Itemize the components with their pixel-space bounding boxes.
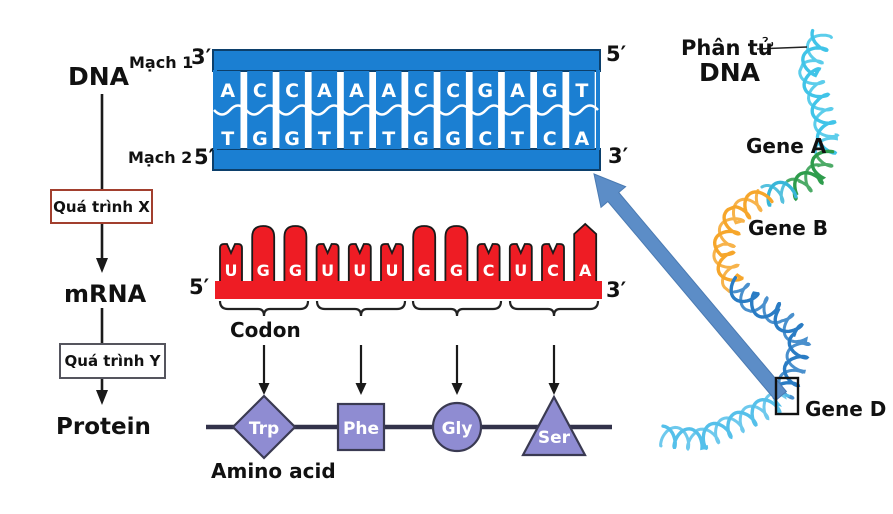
svg-text:G: G: [418, 261, 431, 280]
process-y-box: Quá trình Y: [59, 343, 166, 379]
gene-d-box: [774, 376, 800, 416]
amino-acid-label: Amino acid: [211, 459, 336, 483]
dna-backbone-top: [212, 49, 601, 72]
prime-3-right-bottom: 3′: [608, 144, 629, 168]
svg-text:G: G: [413, 128, 429, 150]
svg-text:C: C: [285, 80, 299, 102]
molecule-leader-line: [756, 46, 808, 50]
codon-arrows: [258, 345, 560, 395]
hydrogen-bond-wave: [213, 104, 599, 116]
svg-text:A: A: [381, 80, 396, 102]
svg-text:C: C: [547, 261, 559, 280]
dna-base-pair-cells: [215, 71, 595, 149]
process-x-label: Quá trình X: [53, 197, 150, 216]
mrna-backbone: [215, 281, 602, 299]
svg-text:C: C: [414, 80, 428, 102]
svg-text:G: G: [445, 128, 461, 150]
svg-text:C: C: [483, 261, 495, 280]
process-x-box: Quá trình X: [50, 189, 153, 224]
svg-text:A: A: [220, 80, 235, 102]
svg-text:A: A: [510, 80, 525, 102]
svg-text:C: C: [253, 80, 267, 102]
gene-to-dna-arrow: [593, 173, 788, 402]
gene-a-label: Gene A: [746, 134, 827, 158]
prime-5-right-top: 5′: [606, 42, 627, 66]
amino-acid-label-trp: Trp: [249, 419, 279, 439]
svg-text:C: C: [543, 128, 557, 150]
strand1-label: Mạch 1: [129, 53, 194, 72]
svg-text:T: T: [318, 128, 331, 150]
dna-backbone-bottom: [212, 148, 601, 171]
mrna-flow-label: mRNA: [64, 280, 147, 308]
svg-text:T: T: [350, 128, 363, 150]
svg-text:G: G: [450, 261, 463, 280]
amino-acid-phe-square: [336, 402, 386, 452]
svg-text:U: U: [386, 261, 399, 280]
mrna-bases: [219, 222, 598, 285]
svg-text:G: G: [289, 261, 302, 280]
svg-text:C: C: [478, 128, 492, 150]
dna-molecule-helix: [659, 28, 840, 452]
svg-text:C: C: [446, 80, 460, 102]
svg-text:G: G: [477, 80, 493, 102]
svg-text:T: T: [575, 80, 588, 102]
protein-flow-label: Protein: [56, 414, 151, 440]
codon-braces: [218, 300, 600, 317]
gene-b-label: Gene B: [748, 216, 828, 240]
svg-text:U: U: [321, 261, 334, 280]
svg-text:A: A: [317, 80, 332, 102]
svg-text:A: A: [575, 128, 590, 150]
molecule-title-line1: Phân tử: [681, 36, 773, 60]
svg-text:G: G: [257, 261, 270, 280]
dna-flow-label: DNA: [68, 62, 130, 91]
mrna-prime-3: 3′: [606, 278, 627, 302]
svg-text:A: A: [349, 80, 364, 102]
svg-text:T: T: [221, 128, 234, 150]
amino-acid-label-gly: Gly: [442, 419, 473, 439]
prime-3-left-top: 3′: [191, 45, 212, 69]
amino-acid-chain: Trp Phe Gly Ser: [206, 394, 612, 460]
svg-text:U: U: [353, 261, 366, 280]
strand2-label: Mạch 2: [128, 148, 193, 167]
svg-text:U: U: [514, 261, 527, 280]
amino-acid-label-ser: Ser: [538, 428, 571, 448]
gene-d-label: Gene D: [805, 397, 887, 421]
amino-acid-gly-circle: [431, 401, 483, 453]
svg-text:T: T: [511, 128, 524, 150]
prime-5-left-bottom: 5′: [194, 145, 215, 169]
svg-text:A: A: [579, 261, 592, 280]
svg-text:U: U: [225, 261, 238, 280]
amino-acid-label-phe: Phe: [343, 419, 379, 439]
svg-text:G: G: [252, 128, 268, 150]
svg-text:G: G: [542, 80, 558, 102]
amino-acid-trp-diamond: [231, 394, 297, 460]
amino-acid-ser-triangle: [521, 394, 587, 457]
svg-text:G: G: [284, 128, 300, 150]
codon-label: Codon: [230, 318, 301, 342]
svg-text:T: T: [382, 128, 395, 150]
process-y-label: Quá trình Y: [64, 352, 161, 370]
molecule-title-line2: DNA: [699, 58, 761, 87]
mrna-prime-5: 5′: [189, 275, 210, 299]
